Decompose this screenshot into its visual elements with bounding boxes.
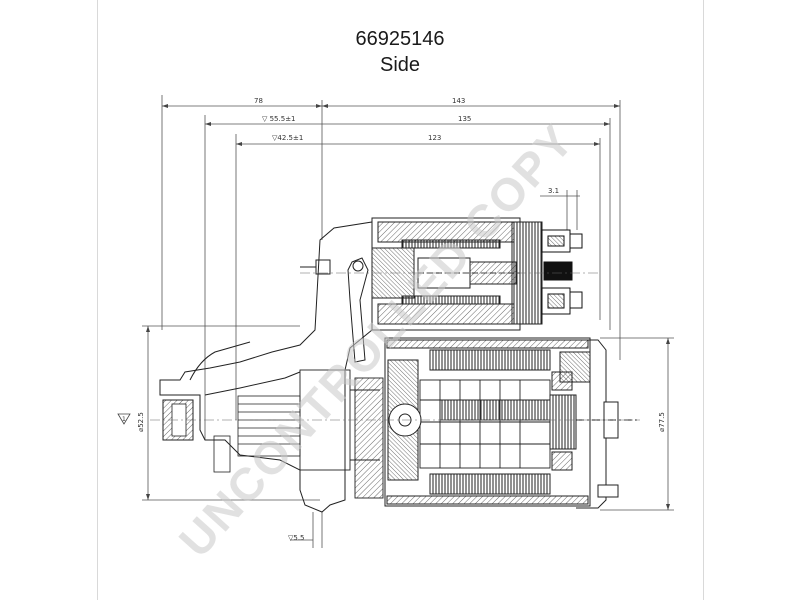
overrunning-clutch [299, 369, 384, 499]
commutator [549, 371, 577, 471]
frame-line-left [97, 0, 98, 600]
solenoid-terminals [541, 229, 583, 315]
dim-pilot-diameter: ⌀52.5 [137, 412, 145, 432]
shift-lever [300, 257, 369, 363]
dim-overall-right: 143 [452, 97, 465, 105]
dimension-lines-top [142, 95, 674, 548]
frame-line-right [703, 0, 704, 600]
motor-yoke [384, 337, 591, 507]
drive-end-housing [159, 221, 373, 513]
dimension-arrows [146, 104, 670, 510]
dim-terminal-offset: 3.1 [548, 187, 559, 195]
dim-body-diameter: ⌀77.5 [658, 412, 666, 432]
dim-flange-to-rear-label: ▽ 55.5±1 [262, 115, 296, 123]
dim-flange-to-rear-value: 135 [458, 115, 471, 123]
part-number-title: 66925146 [355, 28, 445, 50]
armature [419, 379, 551, 469]
dim-pinion-to-rear-value: 123 [428, 134, 441, 142]
tolerance-symbol-text: 1 [122, 416, 126, 423]
dim-overall-left: 78 [254, 97, 263, 105]
tolerance-triangle-icon: 1 [117, 413, 131, 425]
view-label: Side [379, 54, 421, 76]
dim-pinion-to-rear-label: ▽42.5±1 [272, 134, 303, 142]
dim-flange-thickness: ▽5.5 [288, 534, 305, 542]
